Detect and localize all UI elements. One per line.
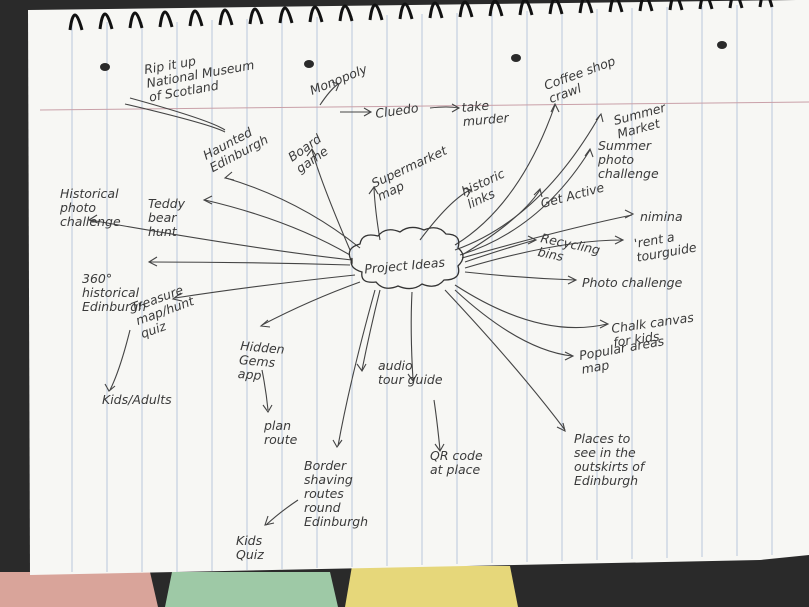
red-tab xyxy=(0,572,158,607)
idea-take-murder: takemurder xyxy=(461,96,510,129)
paper-sheet xyxy=(28,0,809,575)
divider-tabs xyxy=(0,566,518,607)
mindmap-arrowheads xyxy=(87,81,635,526)
punch-holes xyxy=(100,41,727,71)
spiral-binding xyxy=(68,0,774,31)
yellow-tab xyxy=(345,566,518,607)
idea-board-game: Boardgame xyxy=(285,131,332,176)
idea-photo-challenge: Photo challenge xyxy=(582,275,683,290)
mindmap-connectors xyxy=(89,83,633,526)
center-label: Project Ideas xyxy=(364,254,446,276)
green-tab xyxy=(165,572,338,607)
center-cloud xyxy=(348,226,464,290)
idea-cluedo: Cluedo xyxy=(374,100,419,121)
idea-nimina: nimina xyxy=(640,209,683,224)
ruled-lines xyxy=(39,4,809,572)
idea-kids-adults: Kids/Adults xyxy=(102,392,172,407)
idea-hidden-gems-app: HiddenGemsapp xyxy=(237,338,285,385)
